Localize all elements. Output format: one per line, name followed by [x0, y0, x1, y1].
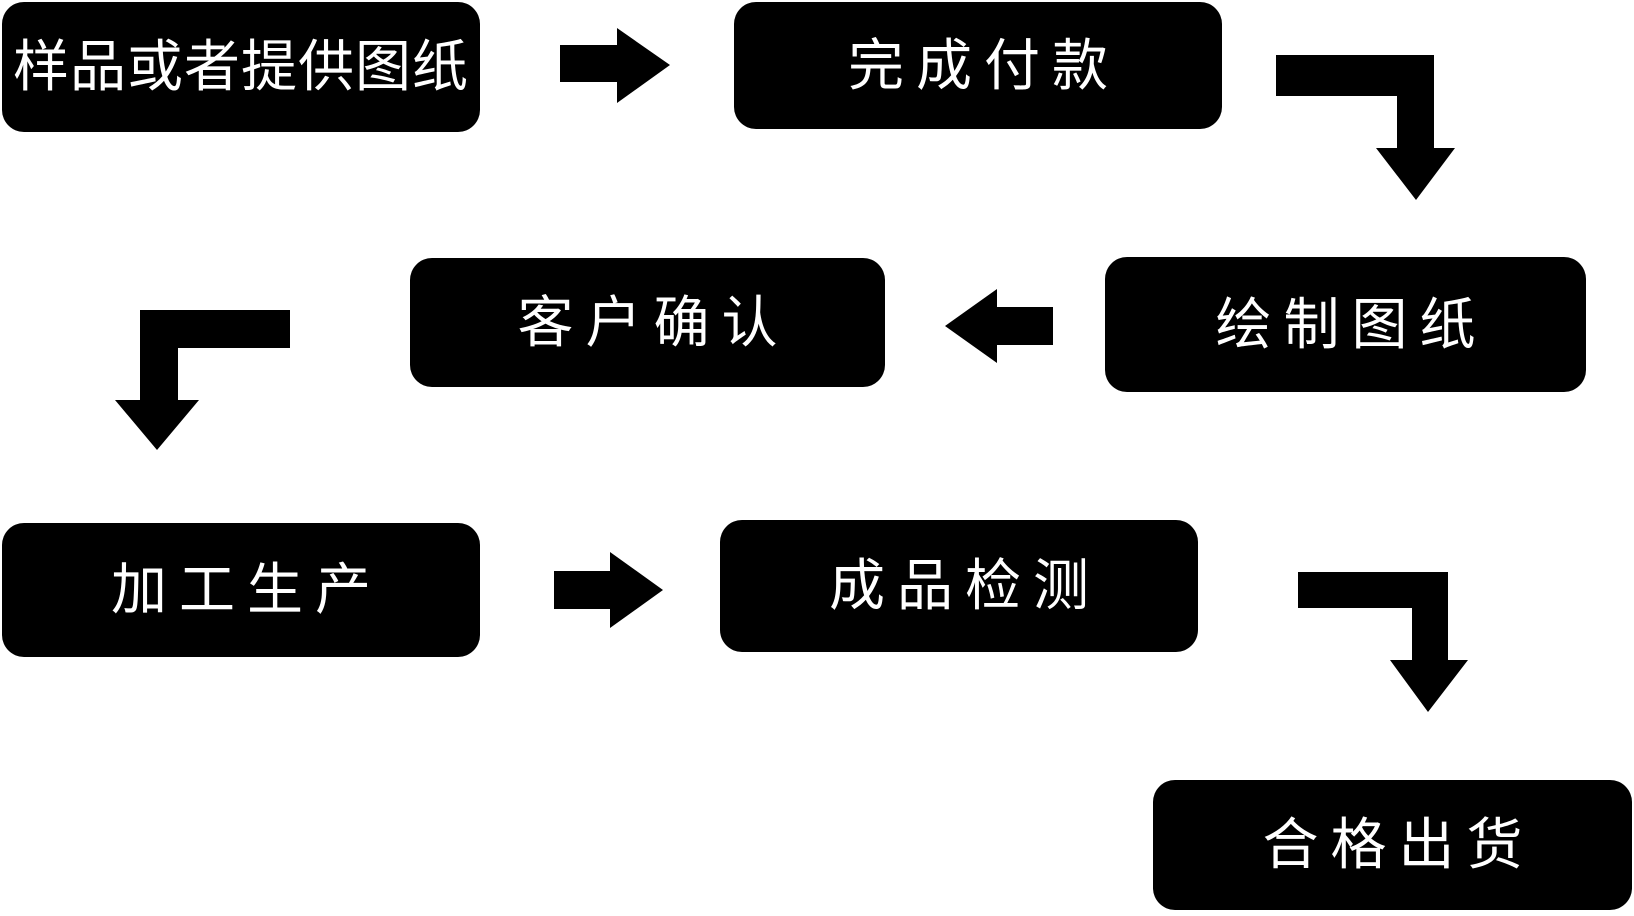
arrow-drawings-to-confirmation: [945, 289, 1053, 363]
flow-node-label: 加工生产: [111, 558, 383, 621]
elbow-arrow-inspection-to-shipment: [1298, 572, 1468, 712]
arrow-production-to-inspection: [554, 552, 663, 628]
elbow-arrow-confirmation-to-production: [115, 310, 290, 450]
flow-node-label: 合格出货: [1262, 813, 1535, 876]
flow-node-draw-drawings: 绘制图纸: [1105, 257, 1586, 392]
flow-node-label: 客户确认: [517, 290, 790, 354]
flow-node-finished-product-inspection: 成品检测: [720, 520, 1198, 652]
flow-node-processing-production: 加工生产: [2, 523, 480, 657]
elbow-arrow-payment-to-drawings: [1276, 55, 1455, 200]
arrow-sample-to-payment: [560, 28, 670, 103]
flow-node-customer-confirmation: 客户确认: [410, 258, 885, 387]
flow-node-label: 绘制图纸: [1215, 292, 1488, 356]
flow-node-complete-payment: 完成付款: [734, 2, 1222, 129]
flow-node-qualified-shipment: 合格出货: [1153, 780, 1632, 910]
flow-node-label: 成品检测: [829, 554, 1101, 617]
flow-node-label: 样品或者提供图纸: [13, 35, 469, 98]
flow-node-sample-or-provide-drawing: 样品或者提供图纸: [2, 2, 480, 132]
flow-node-label: 完成付款: [848, 33, 1120, 97]
